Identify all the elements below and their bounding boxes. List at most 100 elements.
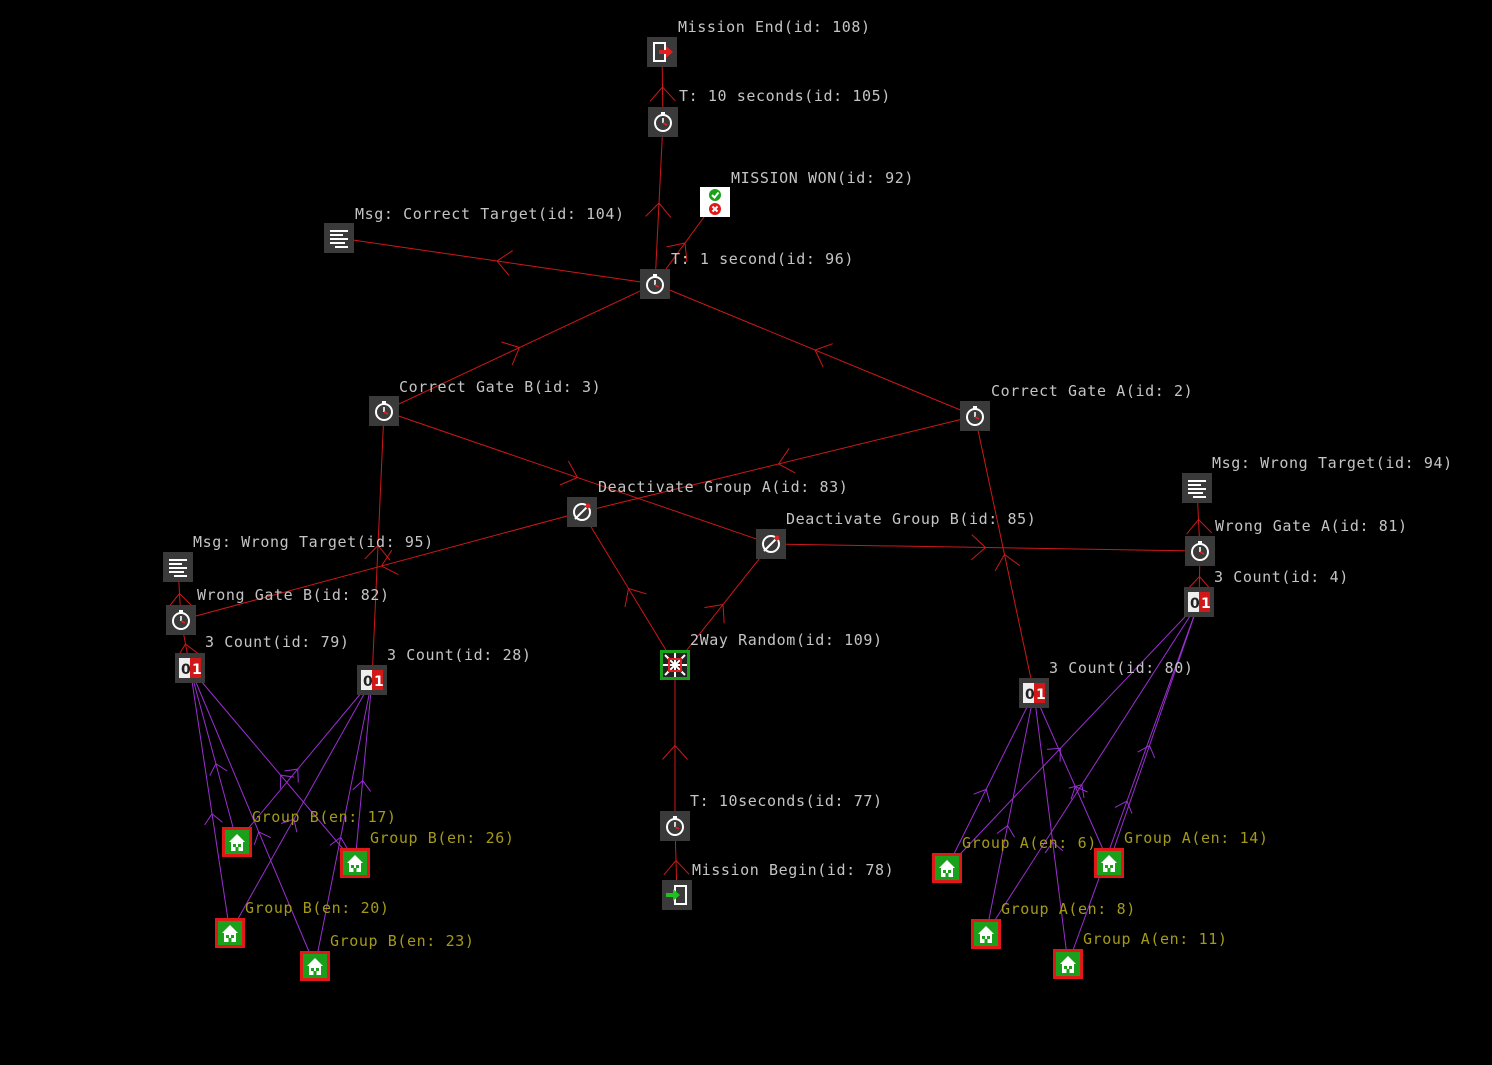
edge-line <box>985 692 1035 935</box>
logic-node-msg_wrong_95[interactable]: Msg: Wrong Target(id: 95) <box>163 534 433 582</box>
svg-text:0: 0 <box>181 662 191 678</box>
node-label: Wrong Gate B(id: 82) <box>197 586 390 604</box>
group-node-ga6[interactable]: Group A(en: 6) <box>932 835 1096 883</box>
edge-arrowhead <box>1044 841 1064 854</box>
edge-ga6-to-count_80 <box>946 692 1035 869</box>
edge-gb23-to-count_28 <box>314 679 373 967</box>
logic-node-deact_b[interactable]: Deactivate Group B(id: 85) <box>756 511 1036 559</box>
edge-line <box>354 679 373 864</box>
win-lose-icon <box>700 187 730 217</box>
edge-arrowhead <box>501 341 521 366</box>
logic-node-wrong_b[interactable]: Wrong Gate B(id: 82) <box>166 587 389 635</box>
edge-line <box>985 601 1200 935</box>
logic-node-msg_wrong_94[interactable]: Msg: Wrong Target(id: 94) <box>1182 455 1452 503</box>
group-node-ga8[interactable]: Group A(en: 8) <box>971 901 1135 949</box>
message-icon <box>163 552 193 582</box>
group-node-ga11[interactable]: Group A(en: 11) <box>1053 931 1227 979</box>
edge-ga11-to-count_4 <box>1067 601 1200 965</box>
house-icon <box>215 918 245 948</box>
edge-count_28-to-correct_b <box>364 410 391 681</box>
edge-arrowhead <box>209 762 228 776</box>
logic-node-random_109[interactable]: 2Way Random(id: 109) <box>660 632 882 680</box>
logic-node-wrong_a[interactable]: Wrong Gate A(id: 81) <box>1185 518 1407 566</box>
group-node-gb17[interactable]: Group B(en: 17) <box>222 809 396 857</box>
node-label: Msg: Wrong Target(id: 95) <box>193 533 434 551</box>
logic-node-t10_77[interactable]: T: 10seconds(id: 77) <box>660 793 882 841</box>
node-label: T: 1 second(id: 96) <box>671 250 854 268</box>
edge-t1_96-to-t10_105 <box>645 121 672 285</box>
logic-node-t10_105[interactable]: T: 10 seconds(id: 105) <box>648 88 890 137</box>
edge-arrowhead <box>994 553 1021 572</box>
logic-node-deact_a[interactable]: Deactivate Group A(id: 83) <box>567 479 848 527</box>
edge-arrowhead <box>253 831 272 845</box>
edge-line <box>314 679 373 967</box>
timer-icon <box>660 811 690 841</box>
edge-arrowhead <box>167 592 194 609</box>
logic-node-t1_96[interactable]: T: 1 second(id: 96) <box>640 251 853 299</box>
node-label: Correct Gate A(id: 2) <box>991 382 1194 400</box>
node-label: 3 Count(id: 79) <box>205 633 350 651</box>
edge-gb23-to-count_79 <box>189 667 316 967</box>
edge-ga11-to-count_80 <box>1033 692 1069 965</box>
edge-arrowhead <box>1114 800 1133 814</box>
logic-node-msg_correct[interactable]: Msg: Correct Target(id: 104) <box>324 206 624 253</box>
edge-arrowhead <box>996 824 1015 838</box>
group-node-gb20[interactable]: Group B(en: 20) <box>215 900 389 948</box>
node-label: Group B(en: 23) <box>330 932 475 950</box>
logic-node-mission_won[interactable]: MISSION WON(id: 92) <box>700 170 913 217</box>
edge-t10_77-to-random_109 <box>662 665 688 826</box>
timer-icon <box>1185 536 1215 566</box>
edge-correct_b-to-t1_96 <box>383 283 656 412</box>
edge-line <box>189 667 231 934</box>
edge-gb20-to-count_28 <box>229 679 373 934</box>
logic-node-mission_begin[interactable]: Mission Begin(id: 78) <box>662 862 894 910</box>
group-node-gb26[interactable]: Group B(en: 26) <box>340 830 514 878</box>
edge-line <box>946 692 1035 869</box>
deactivate-icon <box>567 497 597 527</box>
house-icon <box>932 853 962 883</box>
edge-arrowhead <box>645 202 672 218</box>
edge-line <box>189 667 356 864</box>
group-node-ga14[interactable]: Group A(en: 14) <box>1094 830 1268 878</box>
edge-gb20-to-count_79 <box>189 667 231 934</box>
edge-random_109-to-deact_b <box>674 543 772 666</box>
timer-icon <box>648 107 678 137</box>
edge-line <box>1033 692 1110 864</box>
node-label: Group B(en: 26) <box>370 829 515 847</box>
node-label: Group A(en: 11) <box>1083 930 1228 948</box>
edge-arrowhead <box>663 859 690 876</box>
group-node-gb23[interactable]: Group B(en: 23) <box>300 933 474 981</box>
logic-node-correct_b[interactable]: Correct Gate B(id: 3) <box>369 379 601 426</box>
logic-node-mission_end[interactable]: Mission End(id: 108) <box>647 19 870 67</box>
counter-icon: 0 1 <box>1184 587 1214 617</box>
edge-arrowhead <box>559 460 579 486</box>
svg-text:1: 1 <box>192 662 202 678</box>
exit-icon <box>647 37 677 67</box>
edge-line <box>229 679 373 934</box>
edge-arrowhead <box>704 603 725 624</box>
house-icon <box>340 848 370 878</box>
edge-arrowhead <box>380 549 399 575</box>
house-icon <box>222 827 252 857</box>
node-label: 3 Count(id: 80) <box>1049 659 1194 677</box>
edge-arrowhead <box>352 779 372 792</box>
house-icon <box>971 919 1001 949</box>
edge-arrowhead <box>662 744 688 760</box>
edge-correct_b-to-deact_b <box>383 410 772 545</box>
edge-line <box>946 601 1200 869</box>
enter-icon <box>662 880 692 910</box>
svg-text:0: 0 <box>363 674 373 690</box>
counter-icon: 0 1 <box>1019 678 1049 708</box>
message-icon <box>324 223 354 253</box>
edge-arrowhead <box>1046 747 1061 762</box>
node-label: Mission Begin(id: 78) <box>692 861 895 879</box>
logic-node-correct_a[interactable]: Correct Gate A(id: 2) <box>960 383 1193 431</box>
edge-arrowhead <box>970 534 987 561</box>
timer-icon <box>369 396 399 426</box>
node-label: Mission End(id: 108) <box>678 18 871 36</box>
